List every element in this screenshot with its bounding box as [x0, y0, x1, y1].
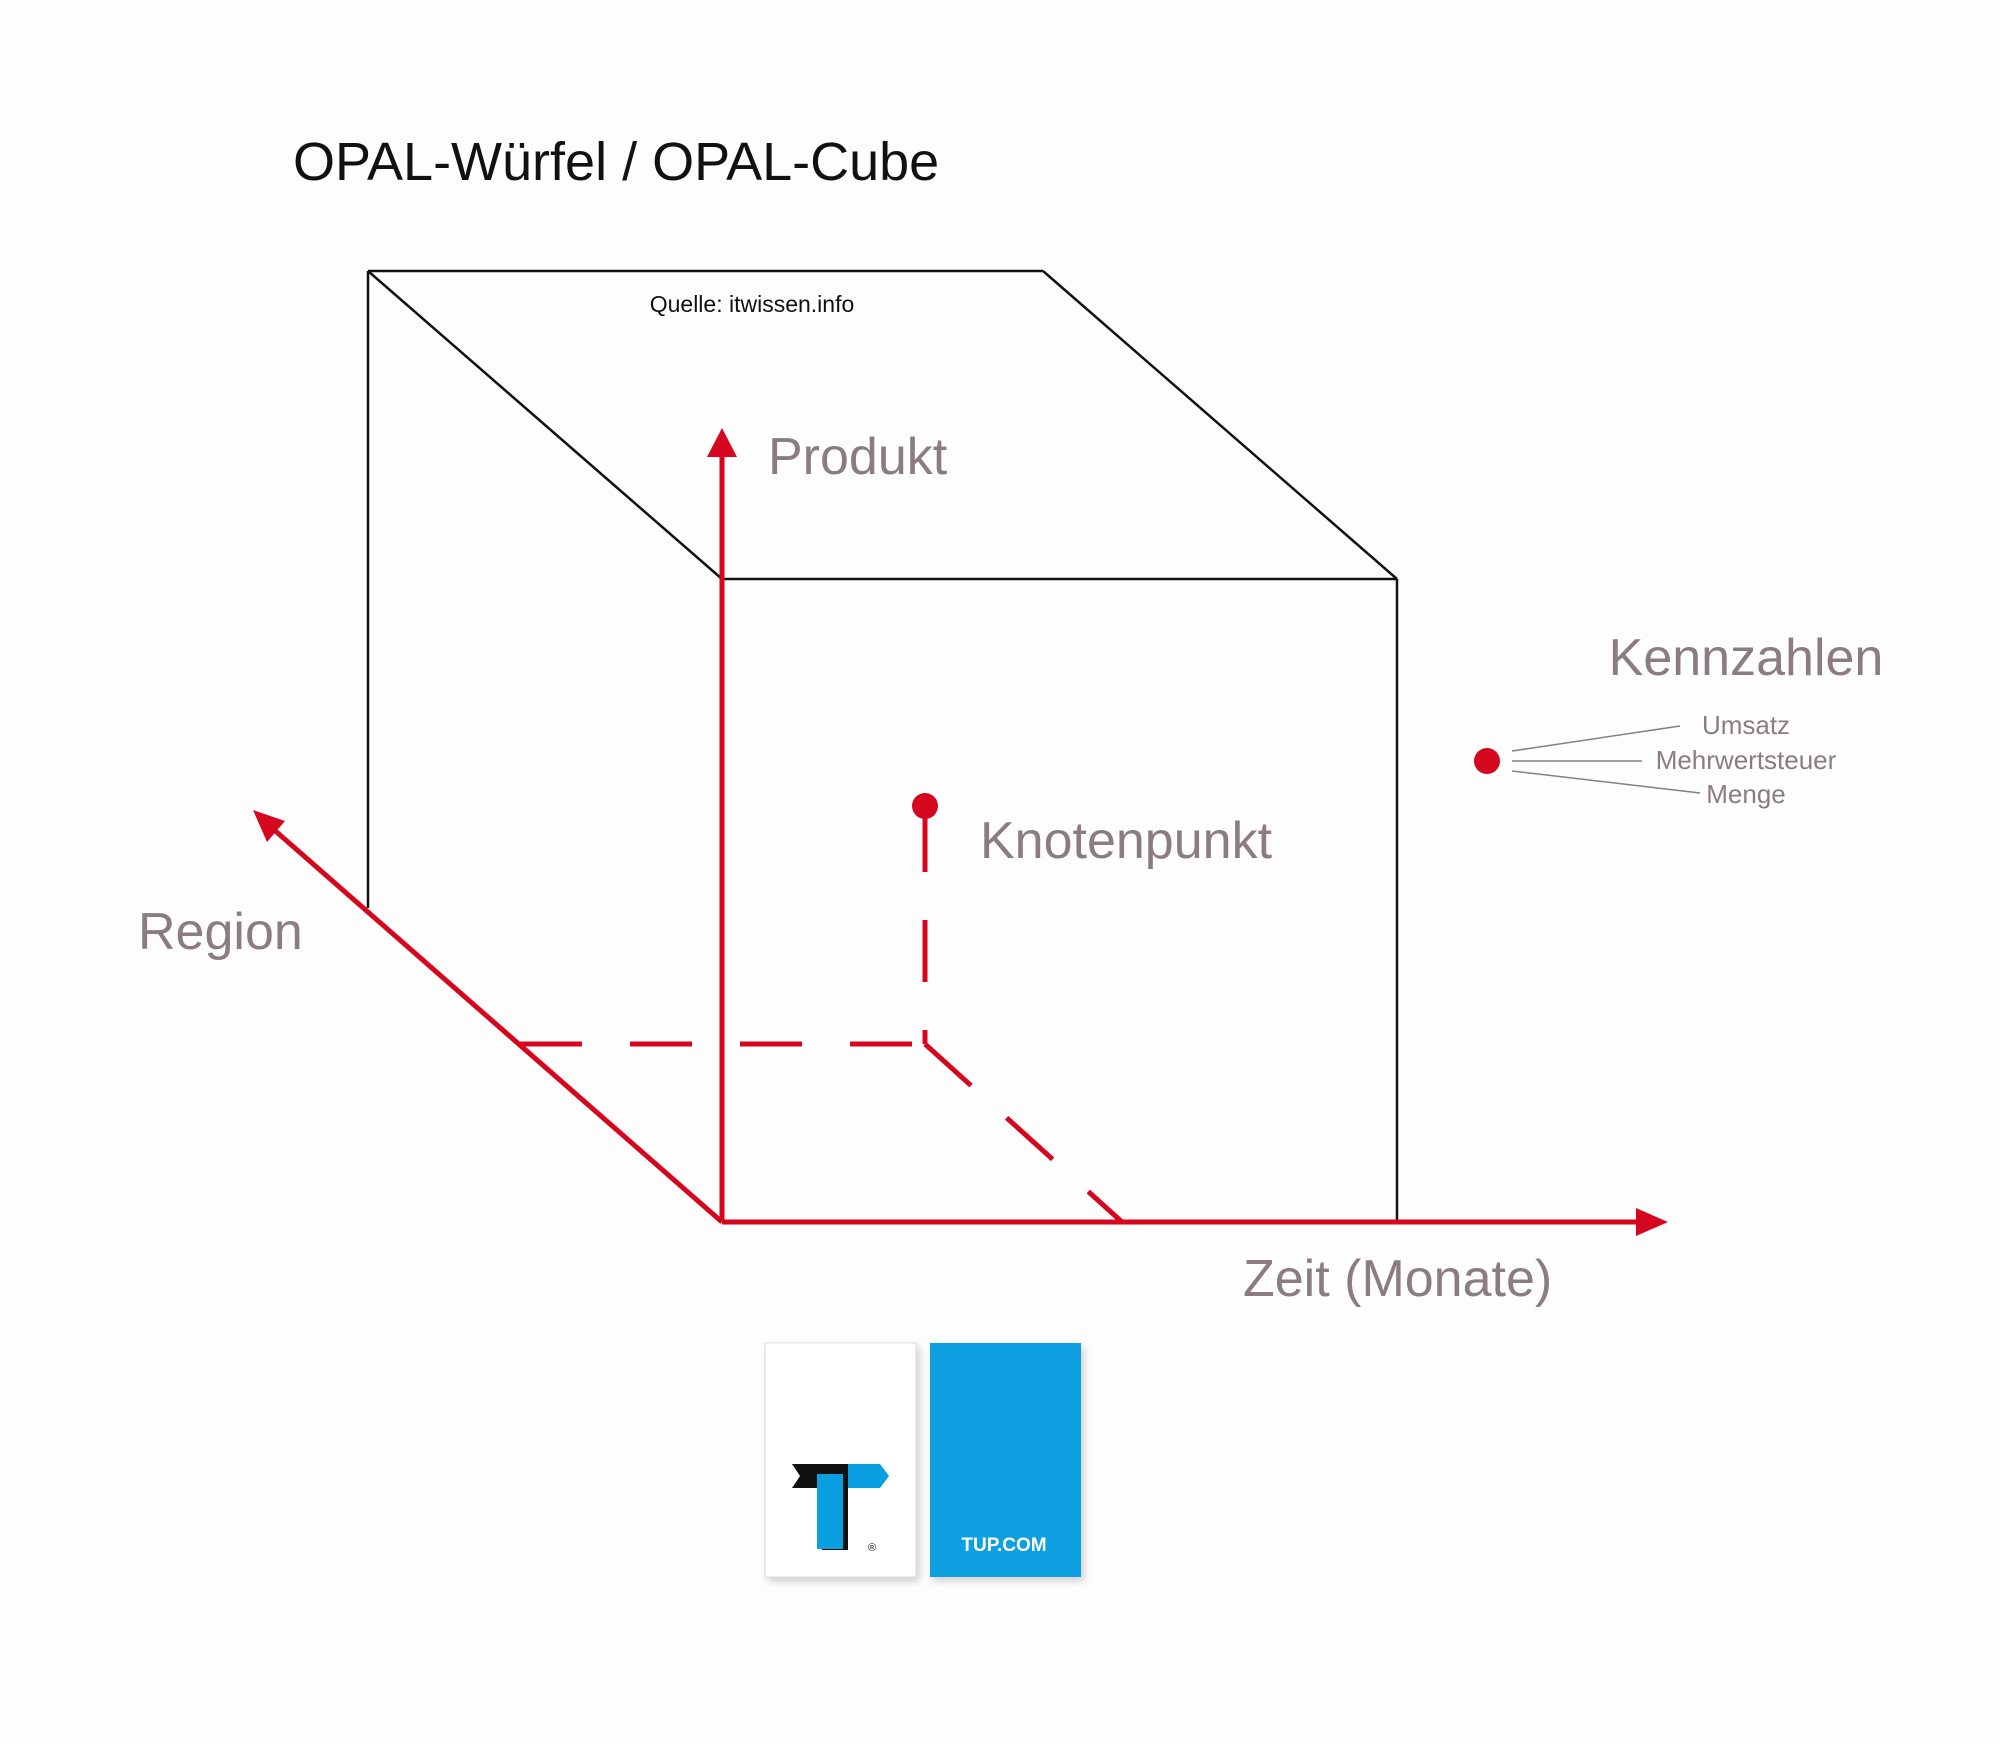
region-axis-arrowhead: [253, 810, 285, 842]
logo-text: TUP.COM: [961, 1535, 1046, 1556]
time-axis-label: Zeit (Monate): [1243, 1250, 1552, 1308]
tup-t-icon: [792, 1464, 889, 1550]
region-axis-line: [270, 826, 724, 1224]
measures-title: Kennzahlen: [1609, 629, 1884, 687]
cube-outline: [366, 269, 1399, 1222]
tup-logo: ® TUP.COM: [764, 1342, 1081, 1578]
registered-mark: ®: [868, 1542, 876, 1554]
cube-top-right-diagonal: [1042, 270, 1398, 580]
axes: [270, 455, 1640, 1225]
product-axis-label: Produkt: [768, 428, 948, 486]
measures-connector-lines: [1511, 725, 1701, 794]
t-icon-stem: [817, 1474, 843, 1549]
measure-item-menge: Menge: [1706, 779, 1786, 809]
node-projection-lines: [520, 810, 1124, 1224]
source-note: Quelle: itwissen.info: [650, 291, 855, 317]
product-axis-arrowhead: [707, 428, 737, 457]
node-label: Knotenpunkt: [980, 812, 1273, 870]
measure-item-mehrwertsteuer: Mehrwertsteuer: [1656, 745, 1837, 775]
region-axis-label: Region: [138, 903, 303, 961]
time-axis-arrowhead: [1636, 1208, 1668, 1236]
connector-line-umsatz: [1511, 725, 1681, 752]
diagram-title: OPAL-Würfel / OPAL-Cube: [293, 132, 939, 192]
logo-blue-card: [930, 1343, 1081, 1577]
cube-top-left-diagonal: [367, 270, 723, 580]
measures-panel: Kennzahlen Umsatz Mehrwertsteuer Menge: [1474, 629, 1883, 809]
node-time-projection: [923, 1042, 1124, 1224]
node-point: [912, 793, 938, 819]
axis-arrowheads: [253, 428, 1668, 1236]
measures-point: [1474, 748, 1500, 774]
measure-item-umsatz: Umsatz: [1702, 710, 1790, 740]
connector-line-menge: [1511, 770, 1701, 794]
